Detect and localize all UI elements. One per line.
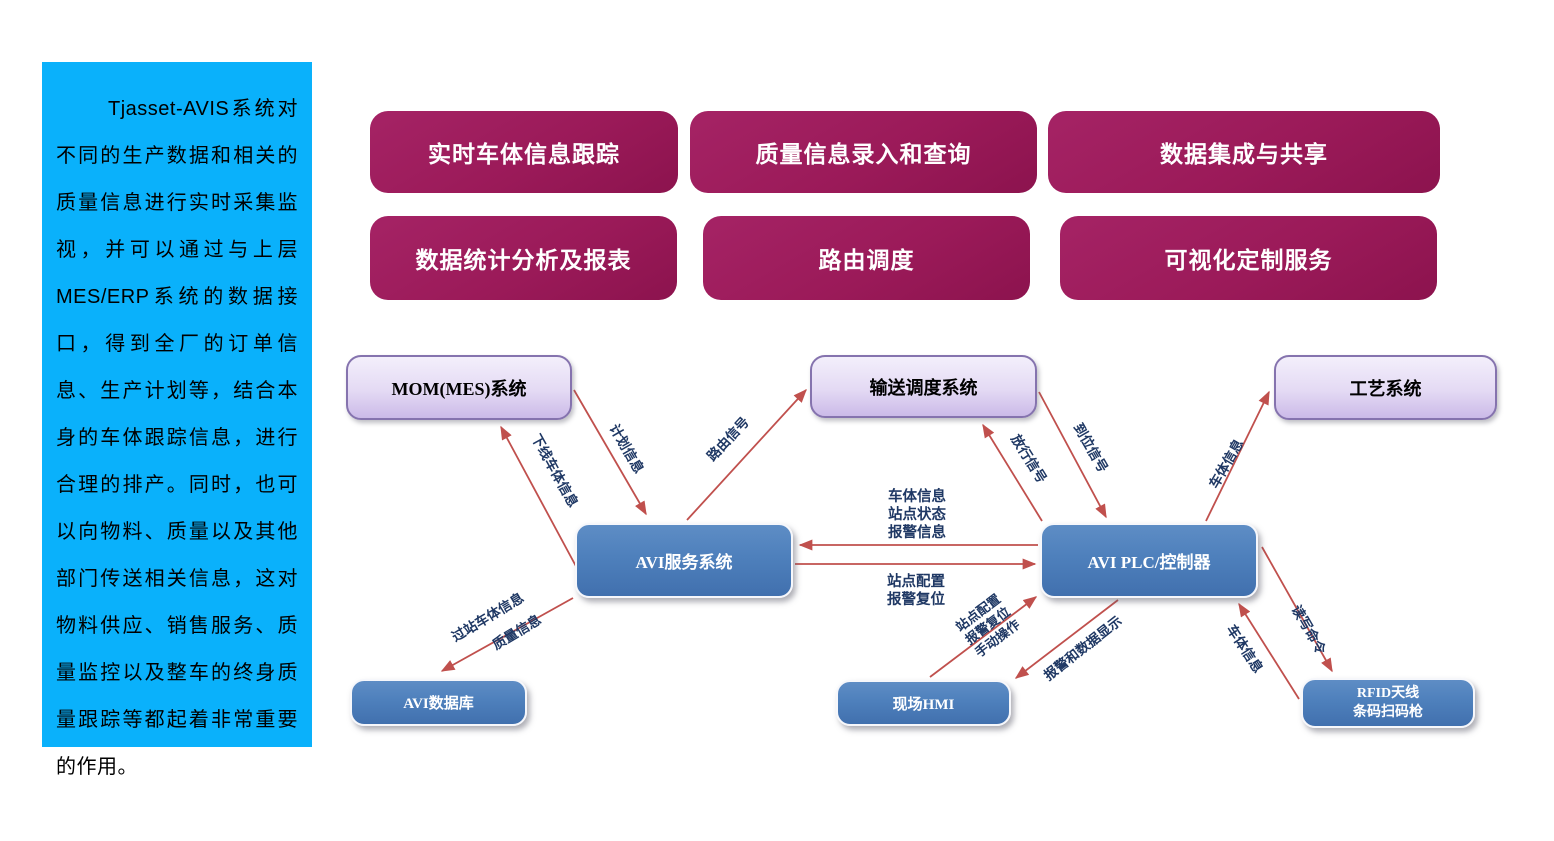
node-label-line1: RFID天线: [1356, 686, 1420, 701]
node-conveyor-scheduling-system: 输送调度系统: [810, 355, 1037, 418]
node-mom-mes-system: MOM(MES)系统: [346, 355, 572, 420]
edge-label-read-write-command: 读写命令: [1288, 602, 1329, 657]
node-label: AVI数据库: [403, 696, 474, 712]
node-avi-database: AVI数据库: [350, 679, 527, 726]
edge-label-arrival-signal: 到位信号: [1070, 420, 1111, 475]
edge-label-body-info-to-process: 车体信息: [1206, 436, 1247, 491]
feature-label: 可视化定制服务: [1164, 247, 1333, 273]
edge-label-route-signal: 路由信号: [704, 414, 752, 464]
node-rfid-barcode-scanner: RFID天线 条码扫码枪: [1301, 678, 1475, 728]
feature-label: 路由调度: [818, 247, 915, 273]
node-avi-server-system: AVI服务系统: [575, 523, 793, 598]
feature-card-realtime-body-tracking: 实时车体信息跟踪: [370, 111, 678, 193]
node-label-line2: 条码扫码枪: [1353, 705, 1423, 720]
edge-label-body-info-from-rfid: 车体信息: [1223, 622, 1266, 676]
node-label: 工艺系统: [1349, 378, 1422, 399]
node-avi-plc-controller: AVI PLC/控制器: [1040, 523, 1258, 598]
edge-label-plan-info: 计划信息: [606, 421, 647, 476]
feature-label: 数据集成与共享: [1160, 141, 1328, 167]
edge-label-release-signal: 放行信号: [1008, 431, 1050, 486]
feature-label: 数据统计分析及报表: [415, 247, 632, 273]
edge-label-plc-to-server-stack: 车体信息 站点状态 报警信息: [888, 488, 946, 542]
node-label: MOM(MES)系统: [391, 378, 527, 399]
node-label: AVI服务系统: [635, 553, 733, 572]
node-label: 输送调度系统: [869, 377, 978, 398]
edge-label-alarm-info: 报警信息: [888, 525, 946, 541]
sidebar-panel: Tjasset-AVIS系统对不同的生产数据和相关的质量信息进行实时采集监视，并…: [42, 62, 312, 778]
feature-label: 质量信息录入和查询: [755, 141, 972, 167]
node-label: AVI PLC/控制器: [1087, 553, 1211, 572]
edge-label-server-to-plc-stack: 站点配置 报警复位: [887, 573, 945, 609]
feature-card-quality-entry-query: 质量信息录入和查询: [690, 111, 1037, 193]
edge-label-station-status: 站点状态: [888, 507, 946, 523]
edge-label-alarm-data-display: 报警和数据显示: [1041, 613, 1125, 684]
feature-card-visualization-service: 可视化定制服务: [1060, 216, 1437, 300]
node-field-hmi: 现场HMI: [836, 680, 1011, 726]
node-label: 现场HMI: [892, 696, 955, 713]
edge-label-body-info: 车体信息: [888, 489, 946, 505]
sidebar-paragraph: Tjasset-AVIS系统对不同的生产数据和相关的质量信息进行实时采集监视，并…: [56, 98, 298, 778]
node-process-system: 工艺系统: [1274, 355, 1497, 420]
feature-card-route-scheduling: 路由调度: [703, 216, 1030, 300]
edge-label-hmi-to-plc-stack: 站点配置 报警复位 手动操作: [953, 591, 1023, 661]
feature-card-data-integration: 数据集成与共享: [1048, 111, 1440, 193]
feature-card-statistics-report: 数据统计分析及报表: [370, 216, 677, 300]
edge-label-offline-body-info: 下线车体信息: [528, 431, 581, 510]
edge-label-alarm-reset: 报警复位: [887, 592, 945, 608]
feature-label: 实时车体信息跟踪: [428, 141, 620, 167]
edge-label-station-config: 站点配置: [887, 574, 945, 590]
